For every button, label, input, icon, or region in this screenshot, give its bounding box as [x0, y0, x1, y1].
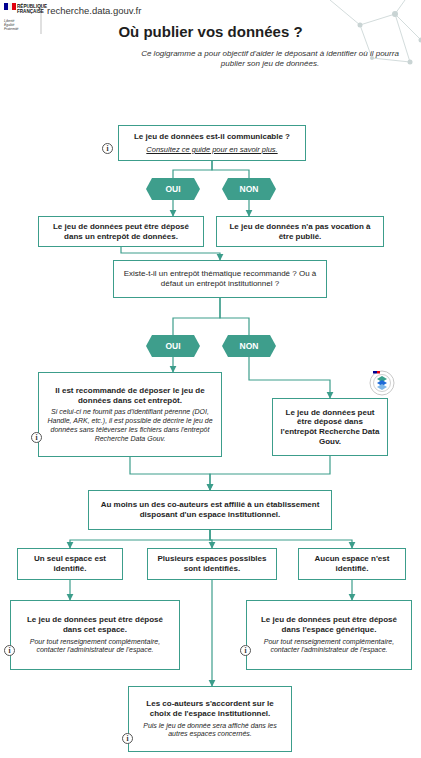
- ornament-dot: [408, 60, 413, 65]
- result-box: Le jeu de données peut être déposé dans …: [272, 398, 388, 456]
- case-box: Un seul espace est identifié.: [17, 548, 123, 580]
- node-note: Puis le jeu de donnée sera affiché dans …: [136, 722, 284, 740]
- flow-connector: [70, 530, 210, 548]
- flow-connector: [351, 580, 352, 600]
- result-box: Il est recommandé de déposer le jeu de d…: [38, 372, 222, 457]
- ornament-dot: [358, 23, 363, 28]
- badge-ring: [374, 375, 391, 392]
- badge-flag: [377, 371, 380, 374]
- node-text: OUI: [165, 341, 180, 351]
- hexagon-outline: [222, 335, 276, 357]
- flag-stripe: [12, 3, 16, 10]
- ornament-line: [330, 0, 360, 25]
- subtitle-note: Ce logigramme a pour objectif d'aider le…: [135, 49, 405, 70]
- answer-badge: NON: [222, 335, 276, 357]
- case-box: Aucun espace n'est identifié.: [298, 548, 406, 580]
- result-box: Le jeu de données peut être déposé dans …: [246, 600, 412, 670]
- decision-box: Le jeu de données est-il communicable ? C…: [118, 125, 306, 161]
- node-note: Consultez ce guide pour en savoir plus.: [146, 145, 277, 154]
- ornament-line: [360, 14, 395, 25]
- result-box: Le jeu de données peut être déposé dans …: [38, 216, 204, 247]
- flow-connector: [210, 456, 330, 490]
- flow-connector: [69, 580, 70, 600]
- flow-connector: [210, 530, 212, 548]
- result-box: Le jeu de données n'a pas vocation à êtr…: [216, 216, 384, 247]
- node-text: Plusieurs espaces possibles sont identif…: [155, 554, 269, 574]
- node-text: Le jeu de données peut être déposé dans …: [254, 615, 404, 635]
- node-text: NON: [240, 184, 259, 194]
- flow-connector: [172, 200, 173, 216]
- ornament-dot: [419, 38, 421, 43]
- node-text: Aucun espace n'est identifié.: [306, 554, 398, 574]
- node-text: Un seul espace est identifié.: [25, 554, 115, 574]
- node-note: Pour tout renseignement complémentaire, …: [254, 638, 404, 656]
- node-text: Les co-auteurs s'accordent sur le choix …: [136, 699, 284, 719]
- info-icon: i: [102, 143, 113, 154]
- diagram-title: Où publier vos données ?: [0, 23, 421, 40]
- node-text: Le jeu de données peut être déposé dans …: [280, 408, 380, 447]
- answer-badge: OUI: [146, 335, 200, 357]
- node-note: Pour tout renseignement complémentaire, …: [18, 638, 172, 656]
- node-text: Le jeu de données est-il communicable ?: [134, 132, 290, 142]
- hexagon-outline: [146, 335, 200, 357]
- info-icon: i: [31, 432, 42, 443]
- flow-connector: [248, 200, 249, 216]
- flow-connector: [210, 530, 352, 548]
- case-box: Plusieurs espaces possibles sont identif…: [147, 548, 277, 580]
- flow-connector: [173, 161, 212, 178]
- flag-stripe: [8, 3, 12, 10]
- answer-badge: OUI: [146, 178, 200, 200]
- node-text: Au moins un des co-auteurs est affilié à…: [96, 500, 324, 520]
- flag-stripe: [4, 3, 8, 10]
- flow-connector: [220, 298, 249, 335]
- hexagon-outline: [146, 178, 200, 200]
- flow-connector: [173, 298, 220, 335]
- node-text: Le jeu de données peut être déposé dans …: [18, 615, 172, 635]
- flow-connector: [121, 247, 220, 260]
- flow-connector: [211, 580, 212, 686]
- site-url: recherche.data.gouv.fr: [47, 5, 197, 16]
- node-text: Il est recommandé de déposer le jeu de d…: [46, 386, 214, 406]
- condition-box: Au moins un des co-auteurs est affilié à…: [88, 490, 332, 530]
- node-note: Si celui-ci ne fournit pas d'identifiant…: [46, 408, 214, 443]
- result-box: Les co-auteurs s'accordent sur le choix …: [128, 686, 292, 752]
- badge-layer: [377, 384, 387, 390]
- info-icon: i: [122, 733, 133, 744]
- node-text: Existe-t-il un entrepôt thématique recom…: [121, 269, 319, 289]
- flow-connector: [172, 357, 173, 372]
- hexagon-outline: [222, 178, 276, 200]
- ornament-dot: [392, 11, 398, 17]
- decision-box: Existe-t-il un entrepôt thématique recom…: [113, 260, 327, 298]
- logo-text: RÉPUBLIQUE FRANÇAISE: [17, 4, 41, 14]
- node-text: OUI: [165, 184, 180, 194]
- ornament-line: [372, 58, 410, 62]
- info-icon: i: [240, 645, 251, 656]
- flow-connector: [249, 357, 330, 398]
- logo-motto: Liberté Égalité Fraternité: [4, 19, 22, 31]
- repository-badge: [370, 371, 394, 395]
- node-text: Le jeu de données n'a pas vocation à êtr…: [224, 222, 376, 242]
- badge-ring: [370, 371, 394, 395]
- answer-badge: NON: [222, 178, 276, 200]
- node-text: NON: [240, 341, 259, 351]
- marianne-logo: [4, 3, 41, 34]
- flow-connector: [130, 457, 210, 490]
- result-box: Le jeu de données peut être déposé dans …: [10, 600, 180, 670]
- node-text: Le jeu de données peut être déposé dans …: [46, 222, 196, 242]
- info-icon: i: [4, 645, 15, 656]
- badge-flag: [373, 371, 377, 374]
- flow-connector: [212, 161, 249, 178]
